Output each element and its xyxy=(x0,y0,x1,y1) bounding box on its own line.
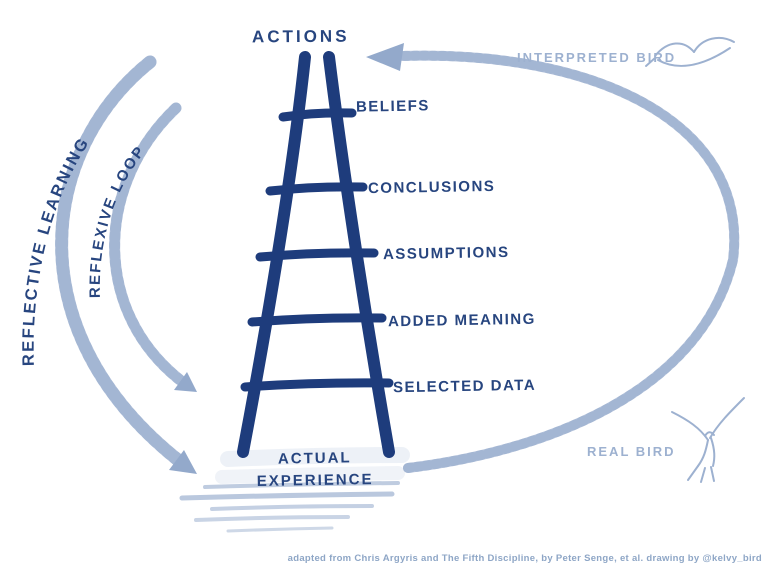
real-bird-icon xyxy=(671,397,745,483)
label-beliefs: BELIEFS xyxy=(355,97,430,116)
reflexive-loop-arrow xyxy=(109,102,197,392)
ground-scribbles xyxy=(179,447,410,533)
label-assumptions: ASSUMPTIONS xyxy=(382,243,510,264)
label-added-meaning: ADDED MEANING xyxy=(387,310,536,331)
label-conclusions: CONCLUSIONS xyxy=(367,177,496,198)
label-selected-data: SELECTED DATA xyxy=(392,376,537,397)
caption-attribution: adapted from Chris Argyris and The Fifth… xyxy=(287,553,762,564)
label-actions: ACTIONS xyxy=(251,26,350,47)
reflective-learning-arrow xyxy=(55,55,197,474)
label-real-bird: REAL BIRD xyxy=(587,444,676,459)
interpretation-loop-arrow xyxy=(366,43,740,473)
label-actual-line2: EXPERIENCE xyxy=(256,470,374,491)
label-actual-line1: ACTUAL xyxy=(277,449,352,468)
label-actual-experience: ACTUAL EXPERIENCE xyxy=(235,447,396,494)
label-interpreted-bird: INTERPRETED BIRD xyxy=(517,50,677,65)
interpreted-bird-icon xyxy=(645,36,735,67)
ladder-drawing xyxy=(237,51,395,458)
